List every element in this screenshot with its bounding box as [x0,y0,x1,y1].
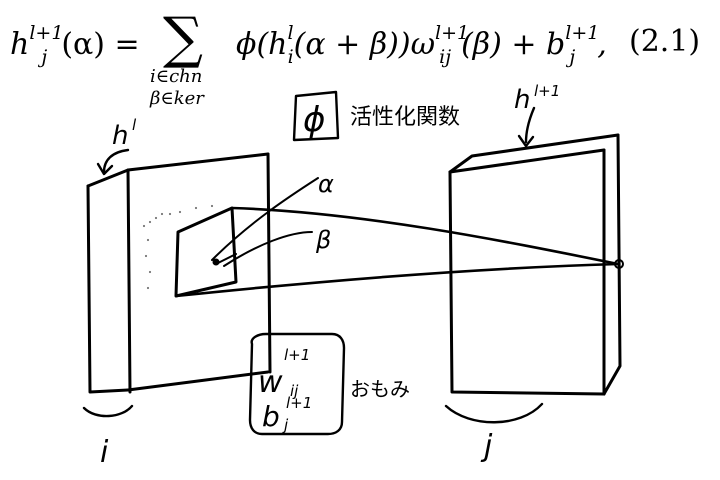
bias-b-sub: j [282,416,289,434]
alpha-point [212,258,220,266]
rhs-b-sub: j [569,46,576,68]
beta-leader [223,231,313,267]
left-layer-box [86,152,272,394]
weights-box [248,332,346,436]
rhs-end: , [597,27,607,62]
rhs-b-sup: l+1 [565,22,600,44]
equation-lhs: hl+1j (α) = [10,22,140,68]
projection-line-upper [230,206,620,266]
weight-w-sup: l+1 [284,346,310,364]
left-index-i: i [100,435,109,470]
lhs-h: h [10,27,30,62]
projection-line-lower [174,262,620,298]
left-label-arrow [102,148,130,174]
right-brace [444,402,544,424]
equation-2-1: hl+1j(α) = ∑ i∈chn β∈ker ϕ(hli(α + β))ωl… [0,0,720,109]
bias-b-sup: l+1 [286,394,312,412]
left-layer-label: h [112,121,128,151]
rhs-warg: (β) + b [461,27,566,62]
right-layer-sup: l+1 [534,82,560,100]
lhs-sup: l+1 [29,22,64,44]
left-layer-sup: l [132,116,137,134]
rhs-w-sup: l+1 [435,22,470,44]
sum-symbol: ∑ [163,6,203,71]
weights-label: おもみ [350,377,410,401]
lhs-arg: (α) = [61,27,140,62]
right-layer-label: h [514,85,530,115]
receptive-field-box [174,206,238,298]
equation-rhs: ϕ(hli(α + β))ωl+1ij(β) + bl+1j, [236,22,607,68]
right-index-j: j [480,429,493,464]
phi-box [292,90,340,142]
sum-subscript-ker: β∈ker [150,88,204,109]
equation-number: (2.1) [629,24,701,59]
alpha-label: α [318,170,334,198]
rhs-arg: (α + β))ω [293,27,436,62]
weight-w-sub: ij [290,382,299,400]
right-layer-box [448,133,622,396]
activation-function-label: 活性化関数 [350,105,460,130]
rhs-phi: ϕ(h [236,27,288,62]
rhs-h-sup: l [287,22,294,44]
lhs-sub: j [41,46,48,68]
alpha-leader [211,177,319,261]
rhs-h-sub: i [287,46,294,68]
right-label-arrow [524,106,536,144]
sum-subscript-chn: i∈chn [150,66,203,87]
bias-b: b [262,400,280,433]
phi-symbol: ϕ [303,100,325,140]
beta-label: β [315,226,331,254]
left-brace [82,404,134,418]
output-point [614,259,624,269]
rhs-w-sub: ij [439,46,452,68]
weight-w: w [258,365,283,400]
